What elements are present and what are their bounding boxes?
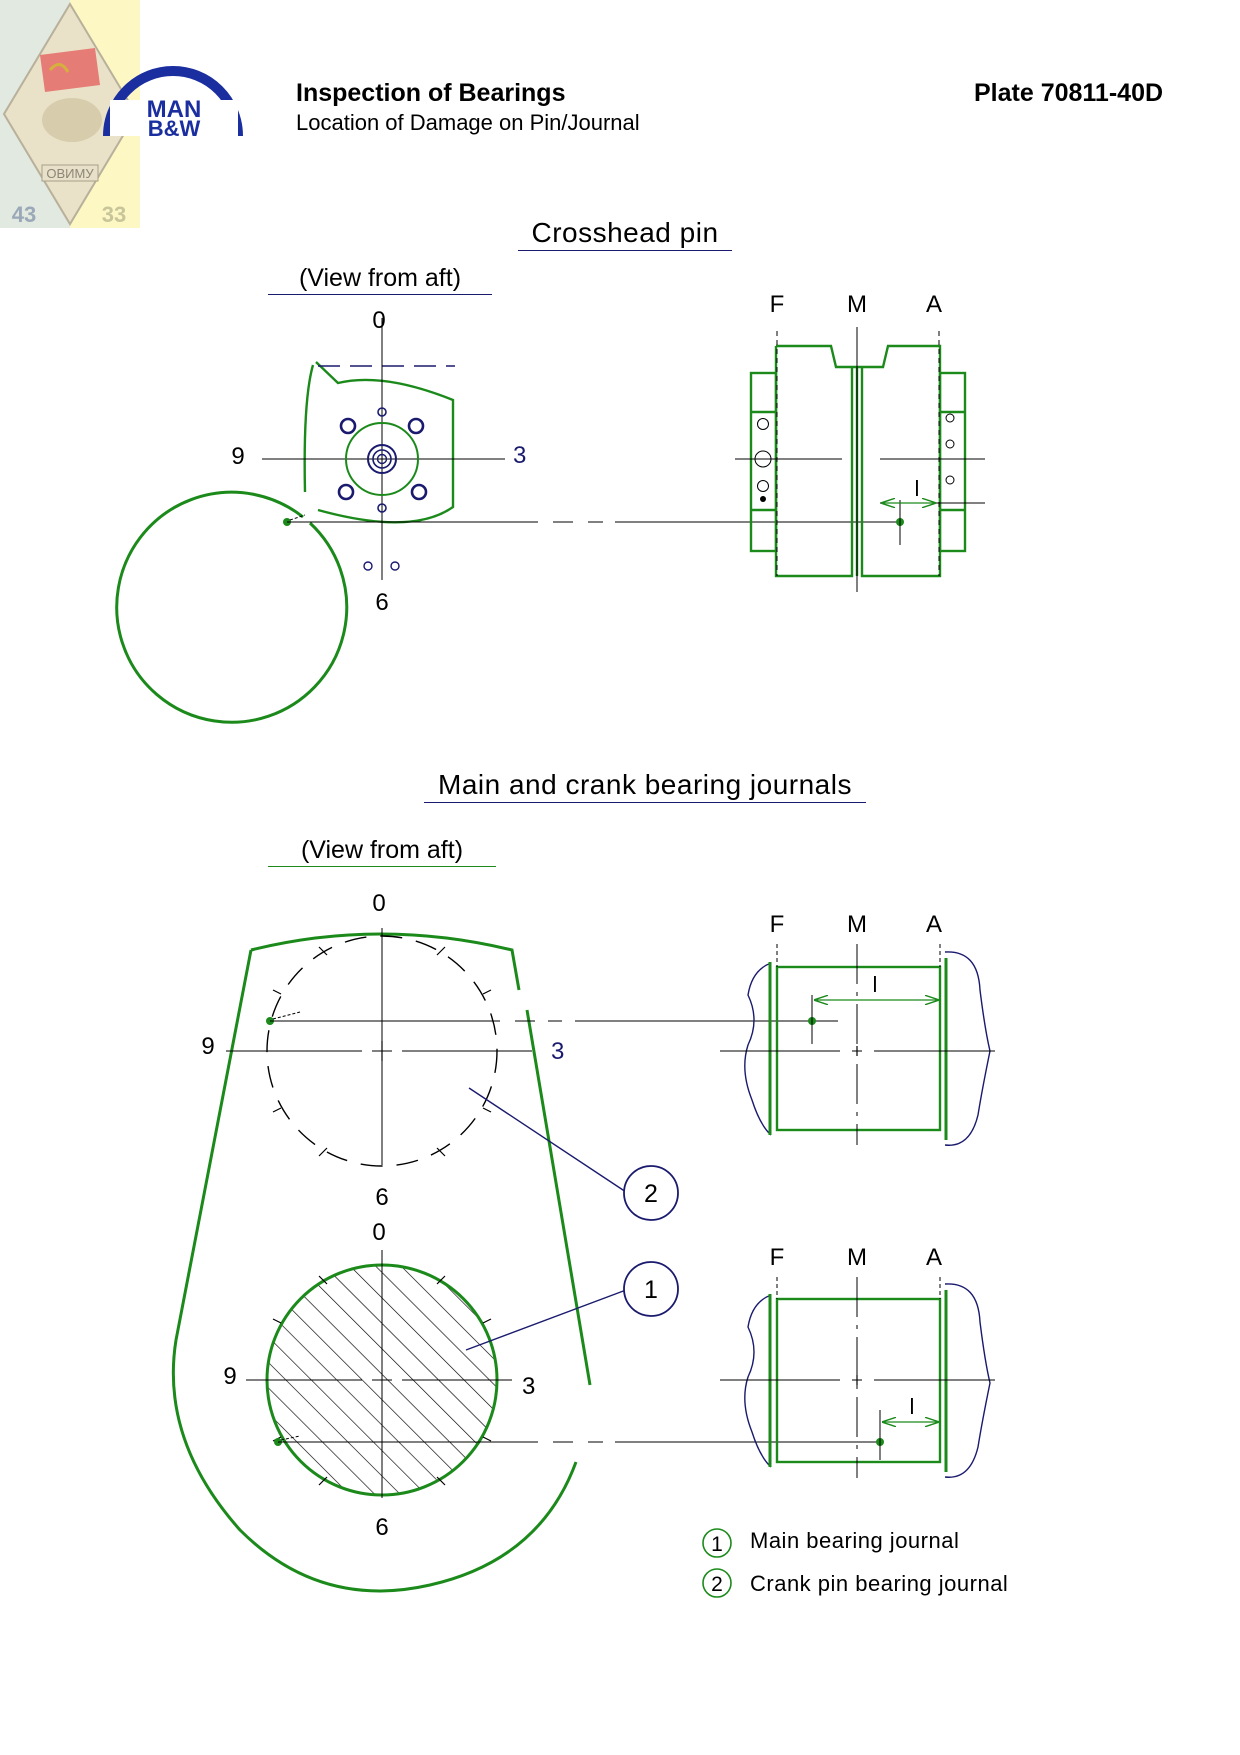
lower-label-a: A	[926, 1244, 942, 1271]
crosshead-view-label: (View from aft)	[268, 264, 492, 295]
legend-2-circle	[702, 1568, 732, 1598]
callout-2-number: 2	[644, 1180, 658, 1208]
crosshead-heading: Crosshead pin	[518, 217, 732, 251]
upper-clock-3: 3	[551, 1038, 564, 1065]
lower-clock-9: 9	[223, 1363, 236, 1390]
lower-journal-side-view	[720, 1277, 995, 1478]
lower-label-f: F	[770, 1244, 785, 1271]
crosshead-clock-9: 9	[231, 443, 244, 470]
lower-clock-0: 0	[372, 1219, 385, 1246]
upper-journal-side-view	[720, 944, 995, 1146]
upper-label-f: F	[770, 911, 785, 938]
lower-clock-3: 3	[522, 1373, 535, 1400]
upper-clock-9: 9	[201, 1033, 214, 1060]
upper-clock-6: 6	[375, 1184, 388, 1211]
lower-clock-6: 6	[375, 1514, 388, 1541]
stamp-number-right: 33	[102, 202, 126, 227]
crosshead-clock-3: 3	[513, 442, 526, 469]
lower-dim-label: l	[910, 1394, 915, 1419]
crosshead-side-view	[749, 344, 967, 578]
upper-label-m: M	[847, 911, 867, 938]
crosshead-label-f: F	[770, 291, 785, 318]
crosshead-label-a: A	[926, 291, 942, 318]
legend-2-number: 2	[711, 1573, 723, 1596]
upper-label-a: A	[926, 911, 942, 938]
stamp-watermark: ОВИМУ 43 33	[0, 0, 140, 228]
lower-label-m: M	[847, 1244, 867, 1271]
legend-1-circle	[702, 1528, 732, 1558]
callout-1-number: 1	[644, 1276, 658, 1304]
document-title: Inspection of Bearings	[296, 79, 566, 107]
crank-pin-circle	[226, 928, 532, 1167]
main-journal-circle	[246, 1250, 512, 1498]
crosshead-clock-6: 6	[375, 589, 388, 616]
crank-pin-ticks	[272, 946, 492, 1157]
stamp-number-left: 43	[12, 202, 36, 227]
upper-dim-label: l	[873, 972, 878, 997]
logo-text-man: MAN	[147, 96, 202, 123]
crosshead-label-m: M	[847, 291, 867, 318]
crosshead-clock-0: 0	[372, 307, 385, 334]
logo-text-bw: B&W	[148, 116, 201, 138]
callout-2-circle	[623, 1165, 679, 1221]
legend: 1 Main bearing journal 2 Crank pin beari…	[702, 1528, 1008, 1598]
crosshead-dim-label: l	[915, 476, 920, 501]
callout-1-circle	[623, 1261, 679, 1317]
journals-view-label: (View from aft)	[268, 836, 496, 867]
callout-2-leader	[468, 1087, 627, 1193]
callout-1-leader	[465, 1289, 627, 1351]
stamp-text: ОВИМУ	[46, 166, 94, 181]
crank-web-outline	[171, 932, 592, 1593]
man-bw-logo: MAN B&W	[100, 56, 246, 141]
document-subtitle: Location of Damage on Pin/Journal	[296, 110, 640, 135]
legend-1-text: Main bearing journal	[750, 1528, 959, 1553]
plate-number: Plate 70811-40D	[974, 79, 1164, 107]
legend-1-number: 1	[711, 1533, 723, 1556]
crosshead-side-dot	[760, 496, 766, 502]
journals-heading: Main and crank bearing journals	[424, 769, 866, 803]
legend-2-text: Crank pin bearing journal	[750, 1571, 1008, 1596]
upper-clock-0: 0	[372, 890, 385, 917]
crosshead-end-view	[115, 318, 900, 724]
